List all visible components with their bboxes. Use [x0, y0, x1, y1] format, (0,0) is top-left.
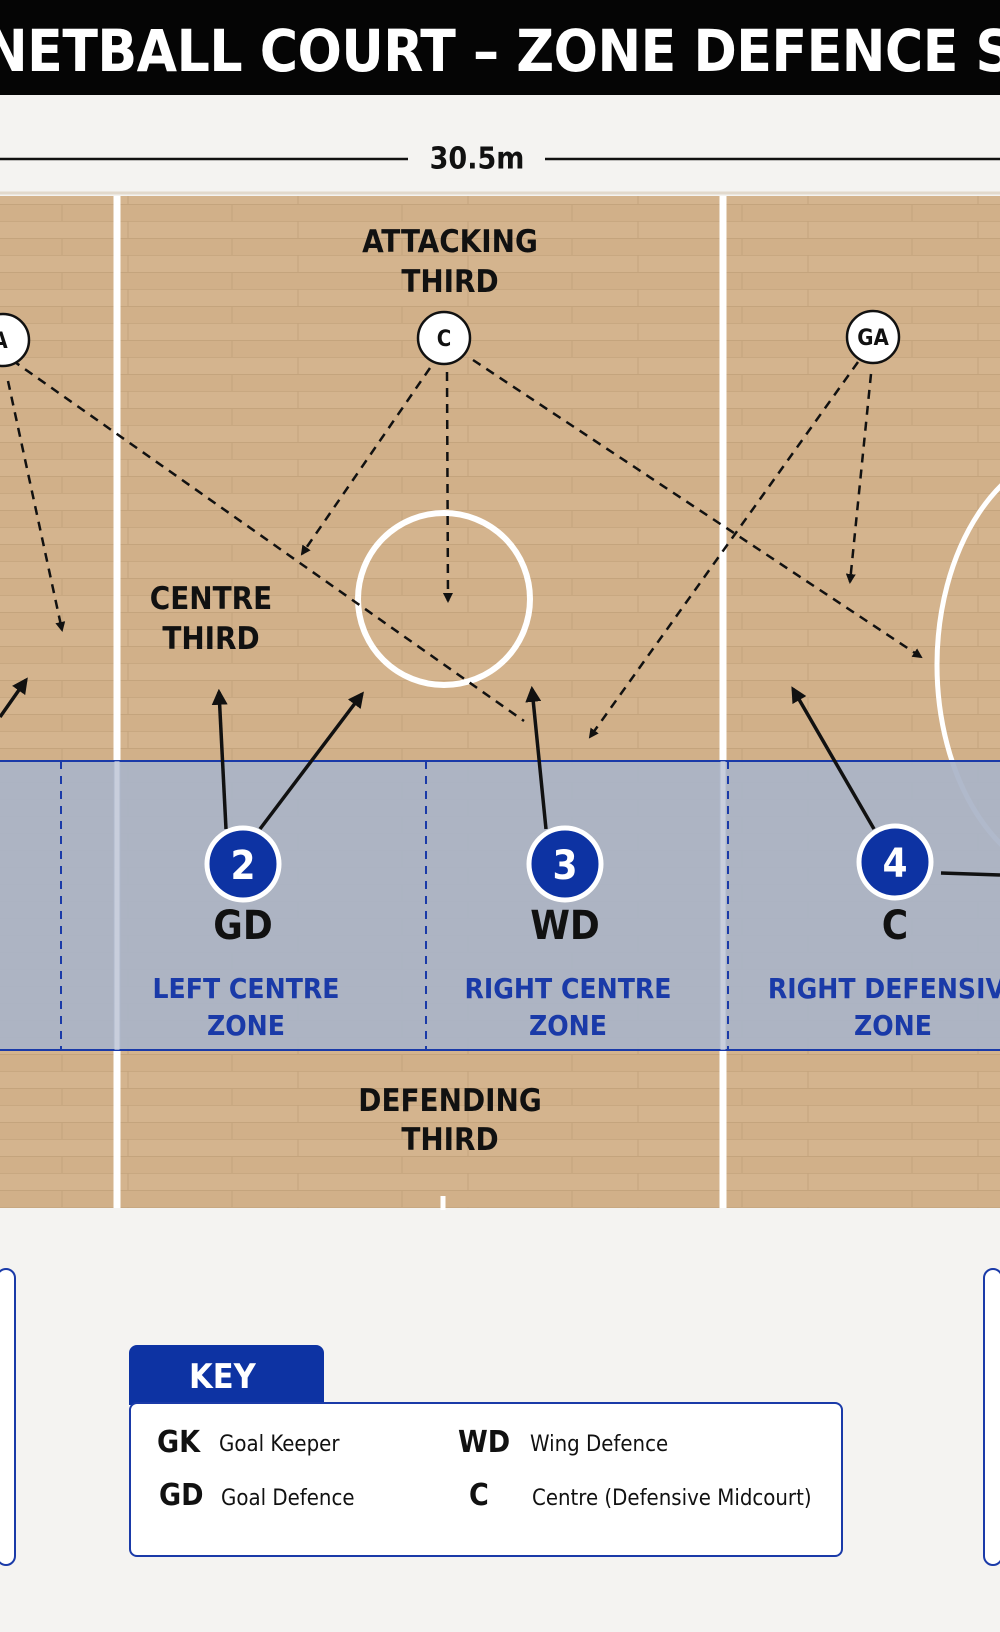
arrow-c-right	[940, 871, 1000, 877]
arrow-c-up	[791, 686, 876, 830]
goal-circle	[934, 483, 1000, 847]
title-bar: NETBALL COURT – ZONE DEFENCE SETUP	[0, 0, 1000, 95]
arrow-gd-to-circle	[258, 691, 364, 831]
key-abbr-wd: WD	[458, 1425, 511, 1460]
arrow-left-solid	[0, 677, 28, 719]
key-desc-gd: Goal Defence	[221, 1486, 355, 1511]
left-side-panel	[0, 1268, 16, 1566]
defender-gd-number: 2	[230, 843, 255, 889]
attacker-c-label: C	[437, 327, 452, 352]
zone-band	[0, 761, 1000, 1050]
attacker-ga: GA	[845, 309, 901, 365]
arrow-a-to-left	[6, 380, 66, 632]
defender-wd-number: 3	[552, 843, 577, 889]
defender-c-zone-2: ZONE	[854, 1009, 932, 1042]
right-side-panel	[983, 1268, 1000, 1566]
key-legend	[129, 1402, 843, 1557]
defender-wd-position: WD	[530, 903, 600, 949]
attacking-third-label-1: ATTACKING	[362, 224, 538, 260]
court-diagram: 30.5m ATTACKING THIRD CENTRE THIRD DEFEN…	[0, 142, 1000, 1210]
arrow-c-to-circle	[442, 371, 453, 603]
centre-third-label-1: CENTRE	[150, 581, 272, 617]
attacker-ga-marker	[845, 309, 901, 365]
key-abbr-gd: GD	[159, 1478, 204, 1513]
attacker-a-label: A	[0, 329, 8, 354]
defender-wd: 3 WD RIGHT CENTRE ZONE	[464, 825, 672, 1042]
key-abbr-gk: GK	[157, 1425, 201, 1460]
attacker-c-marker	[416, 310, 472, 366]
attacker-ga-label: GA	[857, 326, 889, 351]
centre-circle	[355, 510, 533, 688]
centre-third-label-2: THIRD	[162, 621, 259, 657]
arrow-wd-up	[525, 685, 548, 830]
arrow-a-diagonal	[11, 358, 525, 723]
defender-c-position: C	[882, 903, 908, 949]
arrow-c-to-centre-third	[300, 367, 432, 556]
arrow-gd-up	[211, 688, 228, 830]
defender-wd-marker	[526, 825, 604, 903]
defender-gd-zone-1: LEFT CENTRE	[152, 972, 339, 1005]
defender-gd-position: GD	[213, 903, 272, 949]
defender-wd-zone-1: RIGHT CENTRE	[464, 972, 671, 1005]
defender-c-zone-1: RIGHT DEFENSIVE	[768, 972, 1000, 1005]
defender-c: 4 C RIGHT DEFENSIVE ZONE	[768, 823, 1000, 1042]
arrow-ga-to-zone	[588, 361, 860, 739]
key-title: KEY	[129, 1345, 324, 1405]
defending-third-label-1: DEFENDING	[358, 1083, 541, 1119]
attacking-third-label-2: THIRD	[401, 264, 498, 300]
defender-gd-zone-2: ZONE	[207, 1009, 285, 1042]
dimension-label: 30.5m	[430, 142, 525, 177]
attacker-c: C	[416, 310, 472, 366]
page-title: NETBALL COURT – ZONE DEFENCE SETUP	[0, 17, 1000, 85]
defender-c-marker	[856, 823, 934, 901]
key-abbr-c: C	[469, 1478, 489, 1513]
key-desc-c: Centre (Defensive Midcourt)	[532, 1486, 812, 1511]
defender-c-number: 4	[882, 841, 907, 887]
defending-third-label-2: THIRD	[401, 1122, 498, 1158]
arrow-ga-down	[845, 373, 873, 584]
key-desc-gk: Goal Keeper	[219, 1432, 340, 1457]
attacker-a-marker	[0, 312, 31, 368]
key-desc-wd: Wing Defence	[530, 1432, 669, 1457]
defender-wd-zone-2: ZONE	[529, 1009, 607, 1042]
defender-gd-marker	[204, 825, 282, 903]
attacker-a: A	[0, 312, 31, 368]
defender-gd: 2 GD LEFT CENTRE ZONE	[152, 825, 340, 1042]
